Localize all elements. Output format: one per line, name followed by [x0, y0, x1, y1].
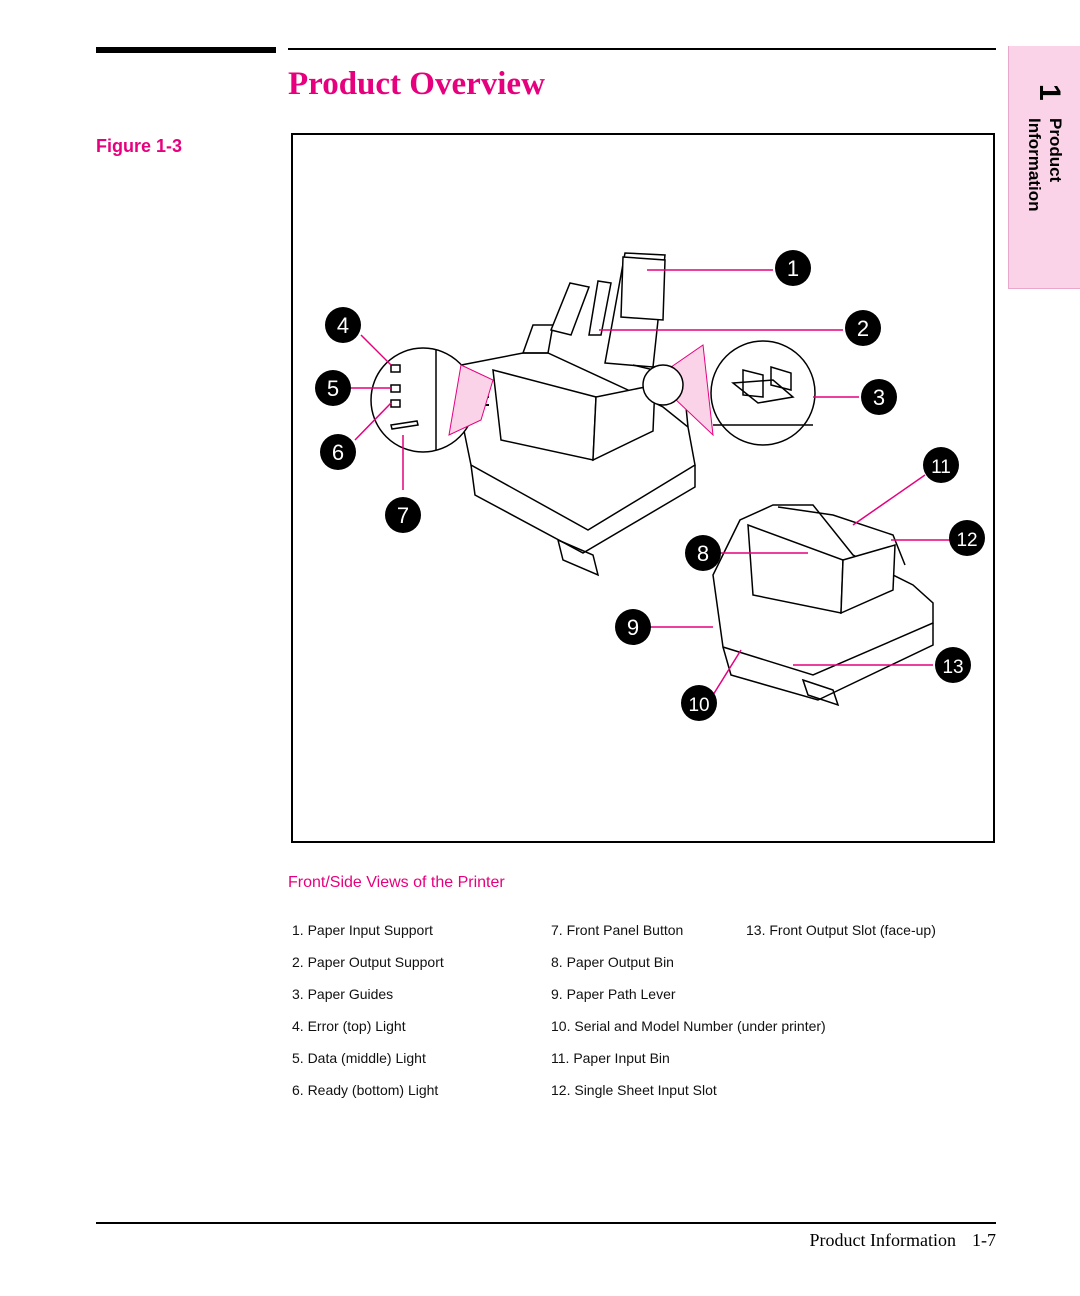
callout-markers: 1 2 3 4 5 6 7 8 9 10 11 12 13 — [315, 250, 985, 721]
paper-guides-detail — [642, 340, 816, 446]
callout-1-marker — [775, 250, 811, 286]
callout-2-marker — [845, 310, 881, 346]
callout-5: 5 — [327, 376, 339, 401]
legend-item: 3. Paper Guides — [292, 986, 394, 1002]
legend-item: 7. Front Panel Button — [551, 922, 684, 938]
legend-item: 6. Ready (bottom) Light — [292, 1082, 439, 1098]
section-tab — [1008, 46, 1080, 289]
legend-item: 2. Paper Output Support — [292, 954, 444, 970]
printer-front-view — [450, 252, 696, 577]
callout-6-marker — [320, 434, 356, 470]
callout-9: 9 — [627, 615, 639, 640]
page-number: 1-7 — [972, 1230, 996, 1250]
legend-item: 11. Paper Input Bin — [551, 1050, 670, 1066]
callout-3: 3 — [873, 385, 885, 410]
callout-4: 4 — [337, 313, 349, 338]
callout-1: 1 — [787, 256, 799, 281]
footer-section: Product Information — [809, 1230, 956, 1250]
callout-6: 6 — [332, 440, 344, 465]
callout-10-marker — [681, 685, 717, 721]
legend-item: 4. Error (top) Light — [292, 1018, 406, 1034]
callout-11: 11 — [931, 457, 951, 478]
section-tab-line2: Information — [1025, 118, 1044, 212]
callout-13-marker — [935, 647, 971, 683]
legend-item: 13. Front Output Slot (face-up) — [746, 922, 936, 938]
callout-leaders — [351, 269, 953, 696]
legend-item: 8. Paper Output Bin — [551, 954, 674, 970]
callout-9-marker — [615, 609, 651, 645]
header-rule-thick — [96, 47, 276, 53]
callout-13: 13 — [942, 657, 963, 678]
header-rule-thin — [288, 48, 996, 50]
figure-frame: 1 2 3 4 5 6 7 8 9 10 11 12 13 — [291, 133, 995, 843]
section-tab-label: Product Information — [1024, 118, 1066, 212]
section-tab-number: 1 — [1033, 84, 1066, 101]
figure-caption: Front/Side Views of the Printer — [288, 874, 505, 891]
printer-illustration: 1 2 3 4 5 6 7 8 9 10 11 12 13 — [315, 250, 985, 721]
callout-4-marker — [325, 307, 361, 343]
callout-5-marker — [315, 370, 351, 406]
section-tab-line1: Product — [1046, 118, 1065, 183]
callout-8-marker — [685, 535, 721, 571]
callout-7: 7 — [397, 503, 409, 528]
lights-detail — [370, 347, 494, 453]
legend-item: 1. Paper Input Support — [292, 922, 433, 938]
callout-12: 12 — [956, 530, 977, 551]
legend-item: 5. Data (middle) Light — [292, 1050, 426, 1066]
callout-3-marker — [861, 379, 897, 415]
page-footer: Product Information 1-7 — [810, 1230, 996, 1251]
legend-item: 9. Paper Path Lever — [551, 986, 676, 1002]
page-title: Product Overview — [288, 66, 545, 102]
printer-side-view — [712, 504, 934, 707]
footer-rule — [96, 1222, 996, 1224]
legend-item: 12. Single Sheet Input Slot — [551, 1082, 717, 1098]
callout-12-marker — [949, 520, 985, 556]
callout-11-marker — [923, 447, 959, 483]
legend-item: 10. Serial and Model Number (under print… — [551, 1018, 826, 1034]
callout-2: 2 — [857, 316, 869, 341]
figure-label: Figure 1-3 — [96, 136, 183, 156]
callout-8: 8 — [697, 541, 709, 566]
callout-7-marker — [385, 497, 421, 533]
callout-10: 10 — [688, 695, 709, 716]
